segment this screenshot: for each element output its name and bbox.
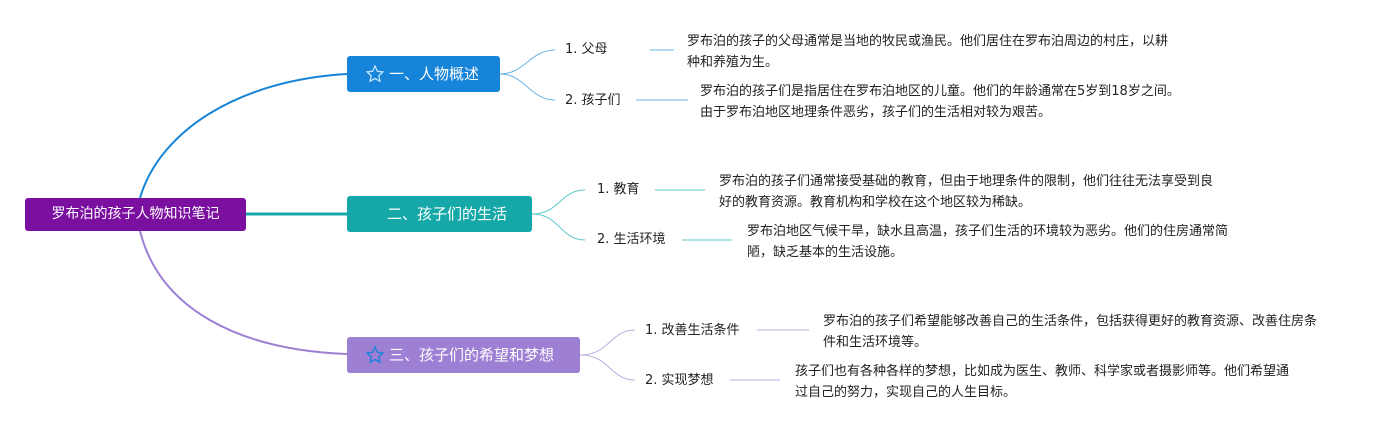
section-title: 一、人物概述: [389, 65, 480, 83]
section-node-overview[interactable]: 一、人物概述: [347, 56, 500, 92]
section-title: 二、孩子们的生活: [387, 205, 508, 223]
branch-dreams[interactable]: 2. 实现梦想: [645, 373, 714, 388]
branch-environment[interactable]: 2. 生活环境: [597, 232, 666, 247]
star-icon: [365, 345, 385, 364]
branch-education-text: 罗布泊的孩子们通常接受基础的教育，但由于地理条件的限制，他们往往无法享受到良好的…: [719, 174, 1214, 210]
section-node-hopes[interactable]: 三、孩子们的希望和梦想: [347, 337, 580, 373]
branch-parents[interactable]: 1. 父母: [565, 42, 608, 57]
branch-education[interactable]: 1. 教育: [597, 182, 640, 197]
branch-dreams-text: 孩子们也有各种各样的梦想，比如成为医生、教师、科学家或者摄影师等。他们希望通过自…: [795, 364, 1290, 400]
branch-environment-text: 罗布泊地区气候干旱，缺水且高温，孩子们生活的环境较为恶劣。他们的住房通常简陋，缺…: [747, 224, 1229, 260]
branch-improve-life[interactable]: 1. 改善生活条件: [645, 323, 740, 338]
section-node-life[interactable]: 二、孩子们的生活: [347, 196, 532, 232]
branch-children[interactable]: 2. 孩子们: [565, 93, 621, 108]
root-node[interactable]: 罗布泊的孩子人物知识笔记: [25, 198, 246, 231]
section-title: 三、孩子们的希望和梦想: [389, 346, 555, 364]
branch-children-text: 罗布泊的孩子们是指居住在罗布泊地区的儿童。他们的年龄通常在5岁到18岁之间。由于…: [700, 84, 1180, 120]
star-icon: [365, 64, 385, 83]
branch-improve-life-text: 罗布泊的孩子们希望能够改善自己的生活条件，包括获得更好的教育资源、改善住房条件和…: [823, 314, 1318, 350]
branch-parents-text: 罗布泊的孩子的父母通常是当地的牧民或渔民。他们居住在罗布泊周边的村庄，以耕种和养…: [687, 34, 1169, 70]
